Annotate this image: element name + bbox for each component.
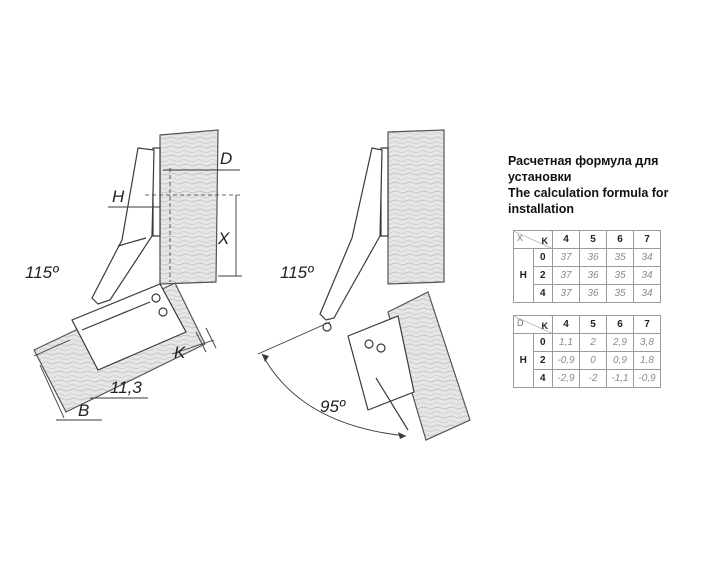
table-d-cell: -0,9 [552, 351, 580, 370]
dimension-k-label: K [174, 343, 186, 362]
open-angle-label: 95º [320, 397, 346, 416]
table-row: 4 37 36 35 34 [514, 284, 661, 303]
table-x-cell: 35 [606, 284, 634, 303]
middle-hinge-arm [319, 147, 383, 321]
table-d-row-header: 0 [532, 333, 553, 352]
table-x-row-group: H [513, 248, 534, 303]
table-d-row-var: D [517, 318, 524, 328]
left-angle-label: 115º [25, 263, 59, 282]
caption-line-4: installation [508, 202, 574, 216]
table-d-cell: -1,1 [606, 369, 634, 388]
table-d-cell: 1,8 [633, 351, 661, 370]
dimension-113-label: 11,3 [110, 378, 142, 397]
table-x-col-header: 4 [552, 230, 580, 249]
middle-hinge [257, 129, 471, 441]
table-x-col-var: K [541, 236, 549, 246]
table-d-cell: -2 [579, 369, 607, 388]
table-d-cell: -2,9 [552, 369, 580, 388]
table-d-col-header: 6 [606, 315, 634, 334]
table-d-col-header: 5 [579, 315, 607, 334]
table-d-col-var: K [541, 321, 549, 331]
left-cabinet-wall [159, 129, 219, 285]
table-x-cell: 37 [552, 284, 580, 303]
table-x-cell: 34 [633, 248, 661, 267]
caption-line-2: установки [508, 170, 572, 184]
middle-angle-label: 115º [280, 263, 314, 282]
table-d-cell: -0,9 [633, 369, 661, 388]
table-d-cell: 2,9 [606, 333, 634, 352]
table-d-cell: 2 [579, 333, 607, 352]
table-d-row-group: H [513, 333, 534, 388]
table-x-row-header: 2 [532, 266, 553, 285]
table-x-row-var: X [517, 233, 524, 243]
table-row: 2 37 36 35 34 [514, 266, 661, 285]
middle-door [387, 291, 471, 441]
table-x-cell: 35 [606, 248, 634, 267]
table-x-col-header: 5 [579, 230, 607, 249]
table-d-col-header: 7 [633, 315, 661, 334]
table-x-cell: 37 [552, 266, 580, 285]
table-d-cell: 1,1 [552, 333, 580, 352]
table-x-cell: 34 [633, 284, 661, 303]
table-x-col-header: 7 [633, 230, 661, 249]
middle-hinge-cup [347, 315, 415, 411]
table-d: D K 4 5 6 7 H 0 1,1 2 2,9 3,8 2 -0,9 0 0… [513, 315, 661, 388]
table-x-col-header: 6 [606, 230, 634, 249]
table-row: H 0 37 36 35 34 [513, 248, 661, 303]
table-d-row-header: 4 [532, 369, 553, 388]
table-d-cell: 0 [579, 351, 607, 370]
left-hinge [33, 129, 242, 421]
table-d-col-header: 4 [552, 315, 580, 334]
table-row: 4 -2,9 -2 -1,1 -0,9 [514, 369, 661, 388]
table-x-cell: 36 [579, 266, 607, 285]
dimension-h-label: H [112, 187, 125, 206]
table-x-cell: 35 [606, 266, 634, 285]
dimension-b-label: B [78, 401, 89, 420]
left-hinge-arm [91, 147, 155, 305]
caption-line-1: Расчетная формула для [508, 154, 659, 168]
middle-cabinet-wall [387, 129, 445, 285]
table-d-corner: D K [513, 315, 553, 334]
table-x-corner: X K [513, 230, 553, 249]
table-d-row-header: 2 [532, 351, 553, 370]
dimension-d-label: D [220, 149, 232, 168]
table-x-cell: 34 [633, 266, 661, 285]
table-x-row-header: 4 [532, 284, 553, 303]
table-x-row-header: 0 [532, 248, 553, 267]
table-x-cell: 36 [579, 284, 607, 303]
table-row: 2 -0,9 0 0,9 1,8 [514, 351, 661, 370]
table-x-cell: 37 [552, 248, 580, 267]
formula-caption: Расчетная формула для установки The calc… [508, 153, 718, 217]
dimension-x-label: X [217, 229, 230, 248]
table-d-cell: 3,8 [633, 333, 661, 352]
left-hinge-cup [71, 283, 187, 371]
open-angle-arc [261, 353, 407, 437]
caption-line-3: The calculation formula for [508, 186, 669, 200]
table-x-cell: 36 [579, 248, 607, 267]
table-x: X K 4 5 6 7 H 0 37 36 35 34 2 37 36 35 3… [513, 230, 661, 303]
table-d-cell: 0,9 [606, 351, 634, 370]
table-row: H 0 1,1 2 2,9 3,8 [513, 333, 661, 388]
